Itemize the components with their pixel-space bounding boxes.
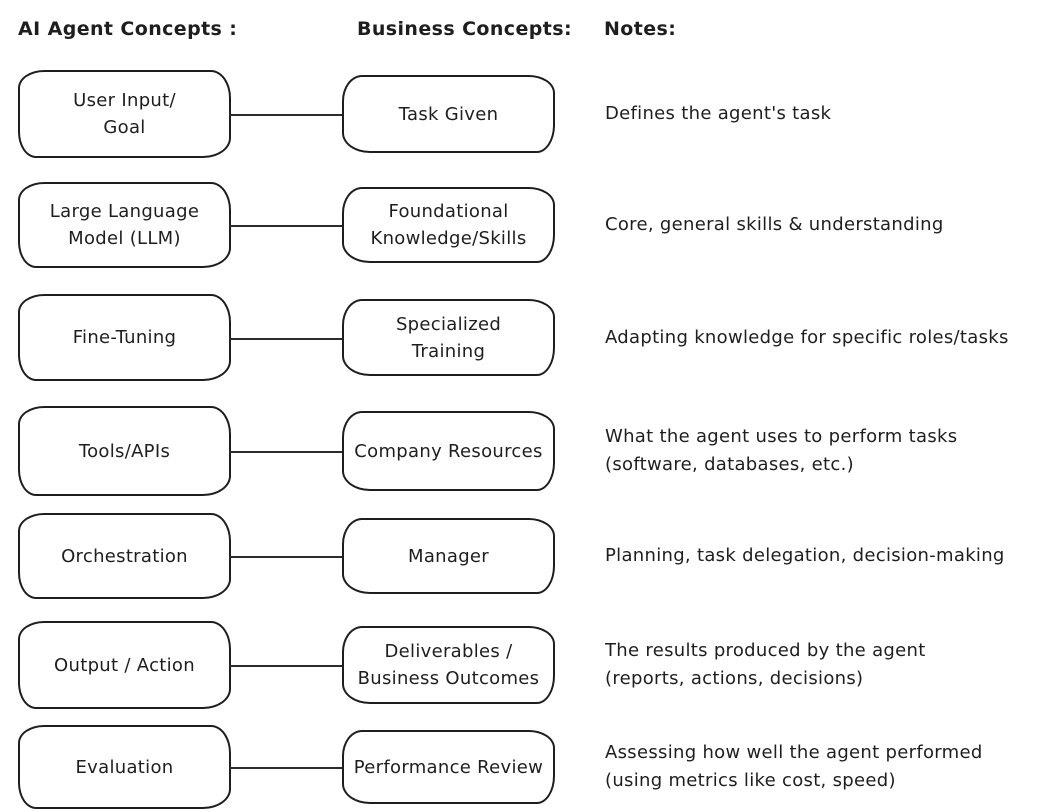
diagram-row-fine-tuning: Fine-Tuning Specialized Training Adaptin… bbox=[0, 294, 1048, 381]
business-concept-label: Specialized Training bbox=[395, 313, 502, 362]
connector-line bbox=[229, 556, 343, 558]
agent-concept-label: Tools/APIs bbox=[78, 440, 171, 462]
business-concept-label: Company Resources bbox=[354, 440, 543, 462]
connector-line bbox=[229, 665, 343, 667]
note-text: Core, general skills & understanding bbox=[605, 214, 944, 235]
business-concept-label: Foundational Knowledge/Skills bbox=[370, 201, 527, 249]
agent-concept-label: User Input/ Goal bbox=[73, 90, 176, 138]
agent-concept-box: Orchestration bbox=[18, 513, 231, 599]
diagram-row-tools-apis: Tools/APIs Company Resources What the ag… bbox=[0, 406, 1048, 496]
note-text: Assessing how well the agent performed (… bbox=[605, 742, 983, 791]
note-text: Defines the agent's task bbox=[605, 103, 832, 124]
agent-concept-box: Output / Action bbox=[18, 621, 231, 709]
connector-line bbox=[229, 767, 343, 769]
connector-line bbox=[229, 114, 343, 116]
agent-concept-box: Tools/APIs bbox=[18, 406, 231, 496]
business-concept-box: Performance Review bbox=[342, 730, 555, 804]
agent-concept-label: Output / Action bbox=[54, 654, 195, 676]
agent-concept-label: Fine-Tuning bbox=[72, 327, 177, 348]
note-text: The results produced by the agent (repor… bbox=[605, 640, 926, 689]
connector-line bbox=[229, 225, 343, 227]
agent-concept-label: Large Language Model (LLM) bbox=[49, 201, 200, 249]
connector-line bbox=[229, 451, 343, 453]
diagram-row-evaluation: Evaluation Performance Review Assessing … bbox=[0, 725, 1048, 809]
diagram-row-llm: Large Language Model (LLM) Foundational … bbox=[0, 182, 1048, 268]
diagram-row-orchestration: Orchestration Manager Planning, task del… bbox=[0, 513, 1048, 599]
agent-concept-label: Evaluation bbox=[75, 756, 174, 778]
business-concept-box: Deliverables / Business Outcomes bbox=[342, 626, 555, 704]
business-concept-box: Foundational Knowledge/Skills bbox=[342, 187, 555, 263]
business-concept-box: Task Given bbox=[342, 75, 555, 153]
business-concept-box: Specialized Training bbox=[342, 299, 555, 376]
agent-concept-box: Evaluation bbox=[18, 725, 231, 809]
business-concept-box: Manager bbox=[342, 518, 555, 594]
column-header-business-concepts: Business Concepts: bbox=[357, 18, 572, 40]
business-concept-label: Deliverables / Business Outcomes bbox=[357, 641, 540, 689]
connector-line bbox=[229, 337, 343, 340]
diagram-row-output-action: Output / Action Deliverables / Business … bbox=[0, 621, 1048, 709]
business-concept-label: Manager bbox=[408, 545, 489, 567]
column-header-notes: Notes: bbox=[604, 18, 677, 40]
business-concept-box: Company Resources bbox=[342, 411, 555, 491]
note-text: Adapting knowledge for specific roles/ta… bbox=[605, 326, 1009, 348]
diagram-row-user-input: User Input/ Goal Task Given Defines the … bbox=[0, 70, 1048, 158]
agent-concept-box: Large Language Model (LLM) bbox=[18, 182, 231, 268]
business-concept-label: Performance Review bbox=[353, 756, 544, 778]
note-text: What the agent uses to perform tasks (so… bbox=[605, 426, 958, 475]
note-text: Planning, task delegation, decision-maki… bbox=[605, 545, 1005, 566]
column-header-agent-concepts: AI Agent Concepts : bbox=[18, 18, 238, 40]
agent-concept-box: Fine-Tuning bbox=[18, 294, 231, 381]
agent-concept-label: Orchestration bbox=[61, 545, 188, 567]
business-concept-label: Task Given bbox=[398, 103, 499, 125]
agent-concept-box: User Input/ Goal bbox=[18, 70, 231, 158]
